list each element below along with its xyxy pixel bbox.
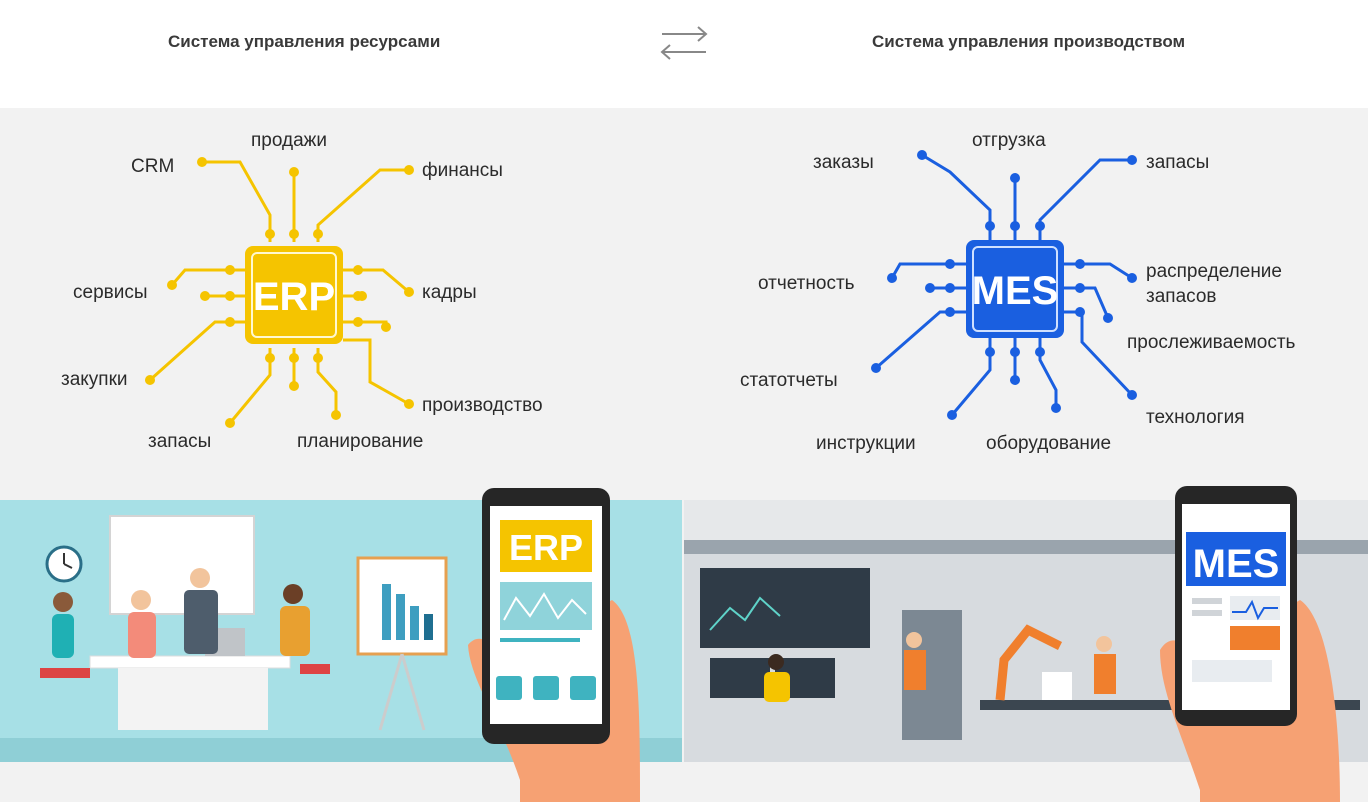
erp-system-title: Система управления ресурсами (168, 32, 441, 51)
robot-arm (995, 624, 1063, 701)
mes-label-shipment: отгрузка (972, 130, 1046, 151)
header: Система управления ресурсами Система упр… (0, 0, 1368, 108)
erp-label-crm: CRM (131, 156, 175, 177)
control-monitor (700, 568, 870, 648)
mes-phone: MES (1160, 486, 1340, 802)
erp-label-stock: запасы (148, 431, 212, 452)
circuit-diagrams: ERP MES (145, 150, 1137, 428)
mes-label-equipment: оборудование (986, 433, 1112, 454)
erp-phone: ERP (468, 488, 640, 802)
mes-label-statreports: статотчеты (740, 370, 838, 391)
mes-label-distribution-line2: запасов (1146, 286, 1217, 307)
erp-label-purchases: закупки (61, 369, 128, 390)
conveyor-belt (980, 700, 1360, 710)
erp-trace-dots (145, 157, 414, 428)
erp-chip (245, 246, 343, 344)
mes-system-title: Система управления производством (872, 32, 1186, 51)
erp-label-planning: планирование (297, 431, 424, 452)
mes-phone-label: MES (1193, 542, 1280, 586)
erp-label-production: производство (422, 395, 543, 416)
mes-label-instructions: инструкции (816, 433, 916, 454)
mes-label-orders: заказы (813, 152, 874, 173)
erp-label-services: сервисы (73, 282, 148, 303)
mes-label-traceability: прослеживаемость (1127, 332, 1296, 353)
mes-label-reporting: отчетность (758, 273, 855, 294)
mes-chip (966, 240, 1064, 338)
illustration: ERP MES (0, 486, 1368, 802)
mes-label-distribution: распределение (1146, 261, 1282, 282)
erp-label-finance: финансы (422, 160, 503, 181)
mes-label-technology: технология (1146, 407, 1245, 428)
erp-chip-label: ERP (253, 275, 335, 319)
mes-trace-dots (871, 150, 1137, 420)
erp-phone-label: ERP (509, 527, 583, 568)
erp-label-sales: продажи (251, 130, 327, 151)
mes-label-stock: запасы (1146, 152, 1210, 173)
two-way-arrows-icon (660, 26, 708, 60)
mes-chip-label: MES (972, 269, 1059, 313)
erp-label-hr: кадры (422, 282, 477, 303)
